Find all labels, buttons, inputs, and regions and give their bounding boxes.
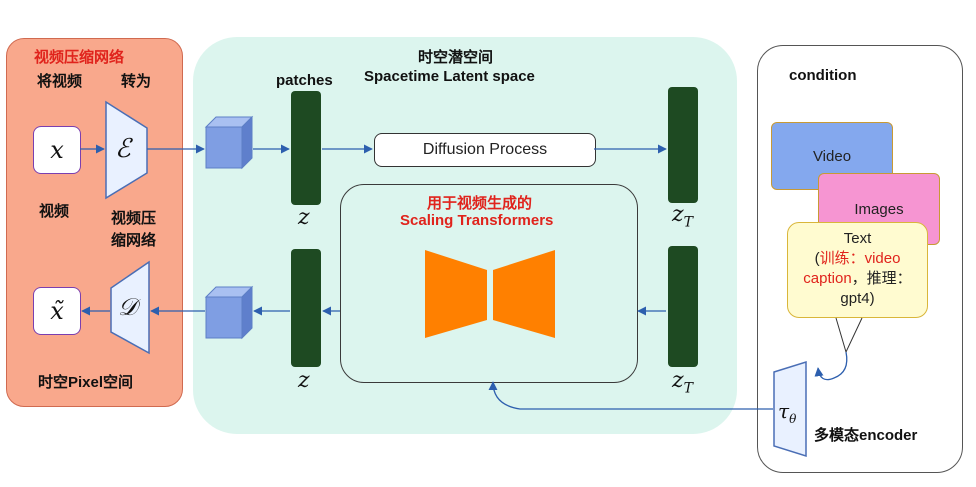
output-video-x-tilde: x̃ bbox=[33, 287, 81, 335]
text-card-infer: ，推理： bbox=[851, 270, 912, 287]
zT-bottom-subscript: T bbox=[683, 380, 693, 397]
x-symbol: x bbox=[50, 136, 64, 164]
video-label: 视频 bbox=[39, 203, 70, 220]
video-compression-panel bbox=[6, 38, 183, 407]
text-card-callout bbox=[835, 317, 863, 354]
z-label-bottom: z bbox=[298, 368, 310, 393]
encode-source-label: 将视频 bbox=[37, 73, 83, 90]
latent-z-bottom bbox=[291, 249, 321, 367]
encoder-trapezoid bbox=[105, 100, 148, 200]
zT-label-bottom: zT bbox=[672, 368, 693, 396]
input-video-x: x bbox=[33, 126, 81, 174]
latent-space-title-cn: 时空潜空间 bbox=[418, 49, 494, 66]
left-panel-title: 视频压缩网络 bbox=[34, 49, 125, 66]
text-card-line4: gpt4) bbox=[840, 290, 875, 307]
patches-label: patches bbox=[276, 72, 333, 89]
text-card-line3: caption，推理： bbox=[788, 269, 927, 289]
latent-zT-top bbox=[668, 87, 698, 203]
latent-cube-top bbox=[204, 115, 254, 170]
tau-symbol: τθ bbox=[778, 399, 796, 426]
z-label-top: z bbox=[298, 205, 310, 230]
latent-space-panel bbox=[193, 37, 737, 434]
zT-label-top: zT bbox=[672, 202, 693, 230]
latent-zT-bottom bbox=[668, 246, 698, 367]
text-card-train: 训练：video bbox=[819, 250, 901, 267]
decoder-trapezoid bbox=[110, 260, 150, 355]
arrow-encoder-to-transformer bbox=[488, 381, 773, 410]
text-card-caption: caption bbox=[803, 270, 852, 287]
transformer-title-en: Scaling Transformers bbox=[400, 212, 554, 229]
transformer-left-half bbox=[425, 250, 487, 338]
decoder-symbol: 𝒟 bbox=[118, 293, 138, 321]
latent-cube-bottom bbox=[204, 285, 254, 340]
text-card-line2: (训练：video bbox=[788, 249, 927, 269]
text-card-title: Text bbox=[843, 230, 872, 247]
diffusion-process-box: Diffusion Process bbox=[374, 133, 596, 167]
transformer-right-half bbox=[493, 250, 555, 338]
multimodal-encoder-label: 多模态encoder bbox=[814, 427, 918, 444]
compress-net-label: 视频压 缩网络 bbox=[111, 210, 157, 249]
tau-encoder-trapezoid bbox=[773, 360, 807, 458]
transformer-title-cn: 用于视频生成的 bbox=[427, 195, 533, 212]
zT-bottom-base: z bbox=[672, 368, 684, 393]
condition-title: condition bbox=[789, 67, 857, 84]
pixel-space-label: 时空Pixel空间 bbox=[38, 374, 134, 391]
text-condition-card: Text (训练：video caption，推理： gpt4) bbox=[787, 222, 928, 318]
encode-to-label: 转为 bbox=[121, 73, 152, 90]
tau-subscript: θ bbox=[789, 412, 797, 426]
latent-space-title-en: Spacetime Latent space bbox=[364, 68, 535, 85]
zT-top-base: z bbox=[672, 202, 684, 227]
text-card-paren: ( bbox=[814, 250, 820, 267]
latent-z-top bbox=[291, 91, 321, 205]
arrow-text-to-encoder bbox=[814, 351, 848, 381]
tau-base: τ bbox=[778, 399, 790, 423]
zT-top-subscript: T bbox=[683, 214, 693, 231]
x-tilde-symbol: x̃ bbox=[50, 297, 64, 325]
encoder-symbol: ℰ bbox=[115, 134, 131, 164]
